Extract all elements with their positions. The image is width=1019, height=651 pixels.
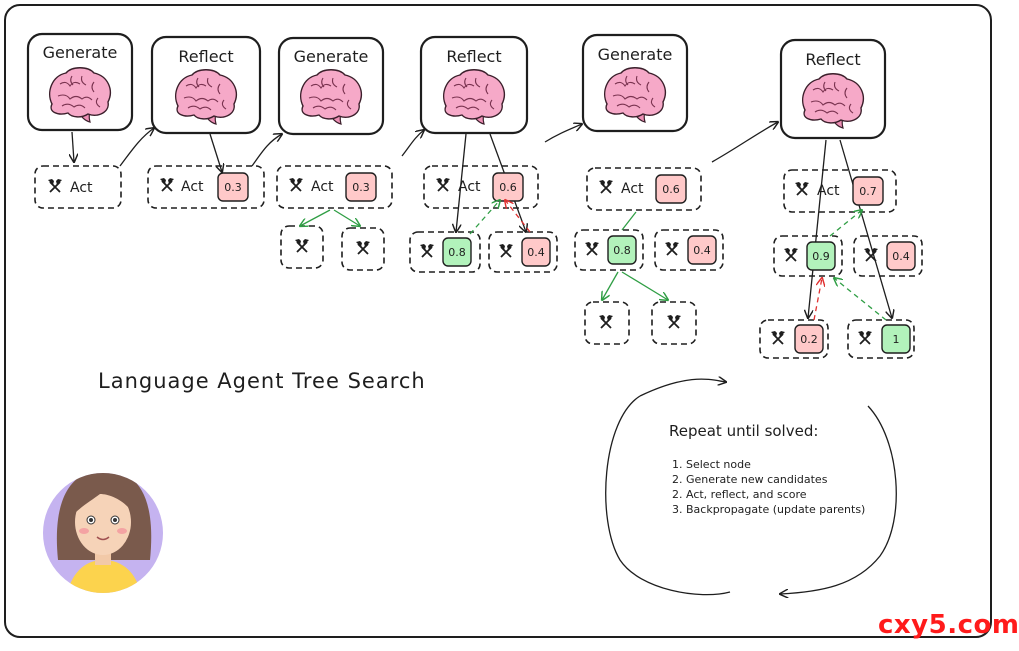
score-value: 0.8 (448, 246, 466, 259)
step-label: Reflect (446, 47, 501, 66)
act-label: Act (621, 181, 644, 197)
step-label: Generate (43, 43, 118, 62)
score-value: 0.6 (662, 183, 680, 196)
score-value: 1 (893, 333, 900, 346)
act-label: Act (817, 183, 840, 199)
score-value: 0.3 (224, 181, 242, 194)
score-value: 0.4 (892, 250, 910, 263)
score-value: 0.9 (812, 250, 830, 263)
loop-step-1: 1. Select node (672, 458, 751, 471)
loop-heading: Repeat until solved: (669, 422, 818, 440)
loop-step-4: 3. Backpropagate (update parents) (672, 503, 865, 516)
step-box-generate-2: Generate (277, 36, 385, 136)
child-node-5a: 0.8 (574, 229, 644, 271)
score-value: 0.3 (352, 181, 370, 194)
avatar (43, 473, 163, 593)
child-node-4a: 0.8 (409, 231, 481, 273)
child-node-3b (341, 227, 385, 271)
score-value: 0.7 (859, 185, 877, 198)
loop-step-3: 2. Act, reflect, and score (672, 488, 807, 501)
step-label: Reflect (178, 47, 233, 66)
child-node-6a: 0.9 (773, 235, 843, 277)
loop-step-2: 2. Generate new candidates (672, 473, 828, 486)
act-node-1: Act (34, 165, 122, 209)
step-label: Generate (598, 45, 673, 64)
score-value: 0.4 (527, 246, 545, 259)
act-node-5: Act 0.6 (586, 167, 702, 211)
score-value: 0.2 (800, 333, 818, 346)
act-node-4: Act 0.6 (423, 165, 539, 209)
step-label: Reflect (805, 50, 860, 69)
score-value: 0.4 (693, 244, 711, 257)
child-node-6a-1: 0.2 (759, 319, 829, 359)
child-node-5b: 0.4 (654, 229, 724, 271)
step-box-generate-1: Generate (26, 32, 134, 132)
step-label: Generate (294, 47, 369, 66)
diagram-canvas: Generate Reflect Generate Reflect Genera… (4, 4, 1019, 647)
step-box-reflect-1: Reflect (150, 35, 262, 135)
watermark: cxy5.com (878, 610, 1019, 640)
act-label: Act (311, 179, 334, 195)
act-node-6: Act 0.7 (783, 169, 897, 213)
child-node-5a-2 (651, 301, 697, 345)
step-box-reflect-3: Reflect (779, 38, 887, 140)
diagram-title: Language Agent Tree Search (98, 369, 426, 393)
act-label: Act (458, 179, 481, 195)
diagram-svg: Generate Reflect Generate Reflect Genera… (26, 32, 923, 647)
act-node-2: Act 0.3 (147, 165, 265, 209)
step-box-generate-3: Generate (581, 33, 689, 133)
act-node-3: Act 0.3 (276, 165, 393, 209)
repeat-loop: Repeat until solved: 1. Select node 2. G… (605, 379, 897, 595)
child-node-4b: 0.4 (488, 231, 558, 273)
step-box-reflect-2: Reflect (419, 35, 529, 135)
child-node-6a-2: 1 (847, 319, 915, 359)
score-value: 0.6 (499, 181, 517, 194)
child-node-6b: 0.4 (853, 235, 923, 277)
act-label: Act (181, 179, 204, 195)
score-value: 0.8 (613, 244, 631, 257)
act-label: Act (70, 180, 93, 196)
outer-frame (4, 4, 992, 638)
